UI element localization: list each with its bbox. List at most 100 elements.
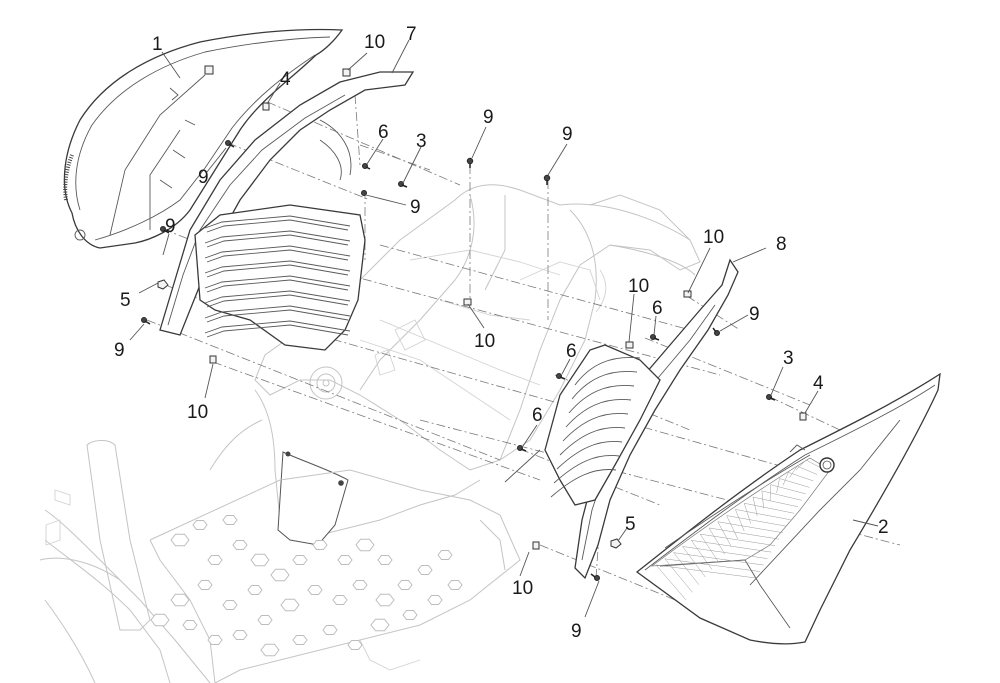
hex-pad-icon [270, 568, 290, 582]
grille-fin [204, 215, 351, 229]
mesh-line [795, 459, 807, 471]
screw-icon [466, 157, 474, 168]
mesh-line [744, 502, 795, 514]
grille-fin [206, 279, 349, 293]
hex-pad-icon [292, 635, 308, 645]
part-8-right-inner-grille[interactable] [544, 258, 739, 580]
mesh-line [664, 558, 760, 572]
grille-fin [206, 219, 349, 233]
callout-9[interactable]: 9 [571, 621, 582, 642]
mesh-line [776, 478, 780, 493]
screw-icon [543, 174, 551, 185]
grille-fin [204, 275, 351, 289]
callout-10[interactable]: 10 [474, 331, 495, 352]
grille-fin [204, 305, 351, 319]
screw-icon [159, 225, 170, 234]
screw-icon [766, 393, 776, 401]
callout-10[interactable]: 10 [628, 276, 649, 297]
mesh-line [761, 490, 802, 501]
callout-8[interactable]: 8 [776, 234, 787, 255]
callout-9[interactable]: 9 [749, 304, 760, 325]
callout-10[interactable]: 10 [187, 402, 208, 423]
mesh-line [699, 533, 719, 562]
screw-icon [397, 180, 408, 188]
callout-6[interactable]: 6 [566, 341, 577, 362]
screw-icon [517, 444, 527, 452]
screw-icon [590, 573, 601, 582]
callout-10[interactable]: 10 [512, 578, 533, 599]
scooter-frame-ghost [39, 184, 701, 683]
hex-pad-icon [347, 640, 363, 650]
mesh-line [797, 465, 818, 475]
callout-9[interactable]: 9 [114, 340, 125, 361]
hex-pad-icon [352, 580, 368, 590]
callout-9[interactable]: 9 [165, 216, 176, 237]
hex-pad-icon [222, 600, 238, 610]
callout-6[interactable]: 6 [652, 298, 663, 319]
callout-1[interactable]: 1 [152, 34, 163, 55]
clip-icon [463, 298, 472, 306]
screw-icon [361, 162, 371, 170]
grille-fin [553, 455, 620, 484]
callout-3[interactable]: 3 [783, 348, 794, 369]
callout-3[interactable]: 3 [416, 131, 427, 152]
callout-9[interactable]: 9 [562, 124, 573, 145]
screw-icon [224, 139, 235, 148]
grille-fin [206, 324, 349, 338]
grille-fin [204, 320, 351, 334]
hex-pad-icon [355, 538, 375, 552]
callout-6[interactable]: 6 [532, 405, 543, 426]
hex-pad-icon [375, 593, 395, 607]
hex-pad-icon [312, 540, 328, 550]
callout-9[interactable]: 9 [410, 197, 421, 218]
mesh-line [735, 509, 745, 532]
callout-9[interactable]: 9 [483, 107, 494, 128]
screw-icon [712, 327, 721, 336]
hex-pad-icon [337, 555, 353, 565]
mesh-line [700, 533, 776, 546]
mesh-line [655, 564, 687, 601]
hex-pad-icon [370, 618, 390, 632]
callout-5[interactable]: 5 [625, 514, 636, 535]
hex-pad-icon [170, 533, 190, 547]
grille-fin [204, 290, 351, 304]
hex-pad-icon [427, 595, 443, 605]
screw-icon [556, 372, 566, 380]
part-7-left-inner-grille[interactable] [159, 71, 415, 351]
hex-pad-icon [207, 635, 223, 645]
callout-9[interactable]: 9 [198, 167, 209, 188]
clip-icon [625, 341, 634, 349]
mesh-line [664, 558, 693, 593]
callout-2[interactable]: 2 [878, 517, 889, 538]
callout-5[interactable]: 5 [120, 290, 131, 311]
mesh-line [691, 540, 713, 570]
callout-10[interactable]: 10 [364, 32, 385, 53]
hex-pad-icon [257, 615, 273, 625]
callout-4[interactable]: 4 [813, 373, 824, 394]
mesh-line [682, 546, 706, 578]
hex-pad-icon [332, 595, 348, 605]
callout-10[interactable]: 10 [703, 227, 724, 248]
callout-6[interactable]: 6 [378, 122, 389, 143]
mesh-line [753, 496, 799, 508]
grille-fin [574, 357, 641, 386]
hex-pad-icon [280, 598, 300, 612]
mesh-line [770, 484, 806, 495]
part-1-left-side-panel[interactable] [63, 28, 344, 249]
hex-pad-icon [397, 580, 413, 590]
mesh-line [769, 484, 771, 501]
mesh-line [752, 497, 758, 516]
part-2-right-side-panel[interactable] [635, 372, 941, 645]
mesh-line [761, 490, 764, 509]
clip-icon [683, 290, 692, 298]
callout-4[interactable]: 4 [280, 69, 291, 90]
mesh-line [726, 515, 787, 527]
clip-icon [209, 355, 217, 364]
hex-pad-icon [222, 515, 238, 525]
hex-pad-icon [192, 520, 208, 530]
callout-7[interactable]: 7 [406, 24, 417, 45]
grille-fin [568, 385, 635, 414]
mesh-line [708, 527, 726, 555]
clip-icon [342, 68, 351, 77]
